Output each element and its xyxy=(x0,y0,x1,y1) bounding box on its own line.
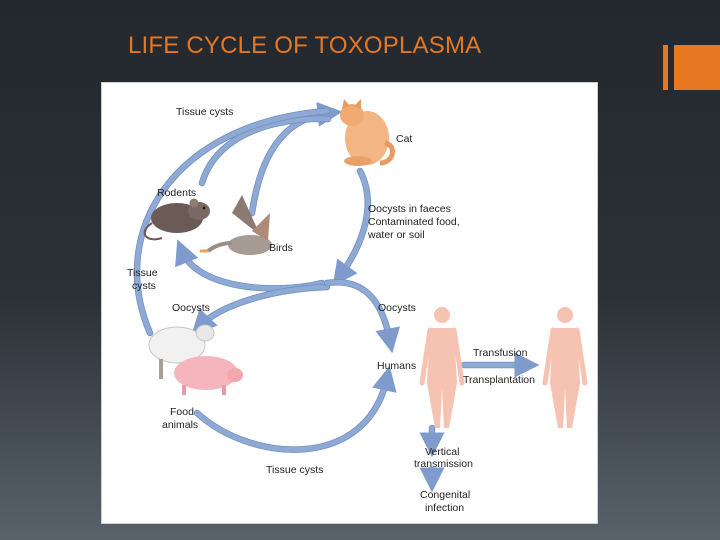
human-figure-right xyxy=(542,307,588,428)
label-food: Food xyxy=(170,406,194,418)
label-rodents: Rodents xyxy=(157,187,196,199)
arrow-oocysts-to-rodents xyxy=(175,239,326,292)
label-congenital: Congenital xyxy=(420,489,470,501)
arrow-oocysts-to-humans xyxy=(323,279,400,354)
label-birds: Birds xyxy=(269,242,293,254)
life-cycle-diagram: Tissue cysts Cat Rodents Oocysts in faec… xyxy=(101,82,598,524)
accent-bar-thin xyxy=(663,45,668,90)
arrow-cat-to-oocysts xyxy=(332,167,371,287)
label-water-or-soil: water or soil xyxy=(367,229,425,241)
label-tissue-cysts-top: Tissue cysts xyxy=(176,106,233,118)
sheep-illustration xyxy=(148,324,215,379)
label-vertical: Vertical xyxy=(425,446,459,458)
arrow-oocysts-to-food-animals xyxy=(191,283,331,336)
label-tissue-cysts-bottom: Tissue cysts xyxy=(266,464,323,476)
label-transfusion: Transfusion xyxy=(473,347,528,359)
arrow-tissue-cysts-to-cat xyxy=(248,101,343,217)
cat-illustration xyxy=(340,99,395,166)
label-tissue-left-1: Tissue xyxy=(127,267,158,279)
label-infection: infection xyxy=(425,502,464,514)
label-tissue-left-2: cysts xyxy=(132,280,156,292)
label-contaminated-food: Contaminated food, xyxy=(368,216,460,228)
bird-illustration xyxy=(200,195,272,255)
label-transmission: transmission xyxy=(414,458,473,470)
slide-title: LIFE CYCLE OF TOXOPLASMA xyxy=(128,32,482,59)
label-transplantation: Transplantation xyxy=(463,374,535,386)
arrow-food-animals-to-cat xyxy=(133,107,331,337)
pig-illustration xyxy=(174,356,243,395)
label-oocysts-right: Oocysts xyxy=(378,302,416,314)
label-oocysts-in-faeces: Oocysts in faeces xyxy=(368,203,451,215)
label-cat: Cat xyxy=(396,133,412,145)
label-humans: Humans xyxy=(377,360,416,372)
label-oocysts-left: Oocysts xyxy=(172,302,210,314)
human-figure-left xyxy=(419,307,465,428)
arrow-rodent-to-cat xyxy=(198,115,332,187)
rodent-illustration xyxy=(143,198,210,241)
label-animals: animals xyxy=(162,419,198,431)
accent-bar-thick xyxy=(674,45,720,90)
arrow-tissue-cysts-to-humans xyxy=(193,365,397,453)
